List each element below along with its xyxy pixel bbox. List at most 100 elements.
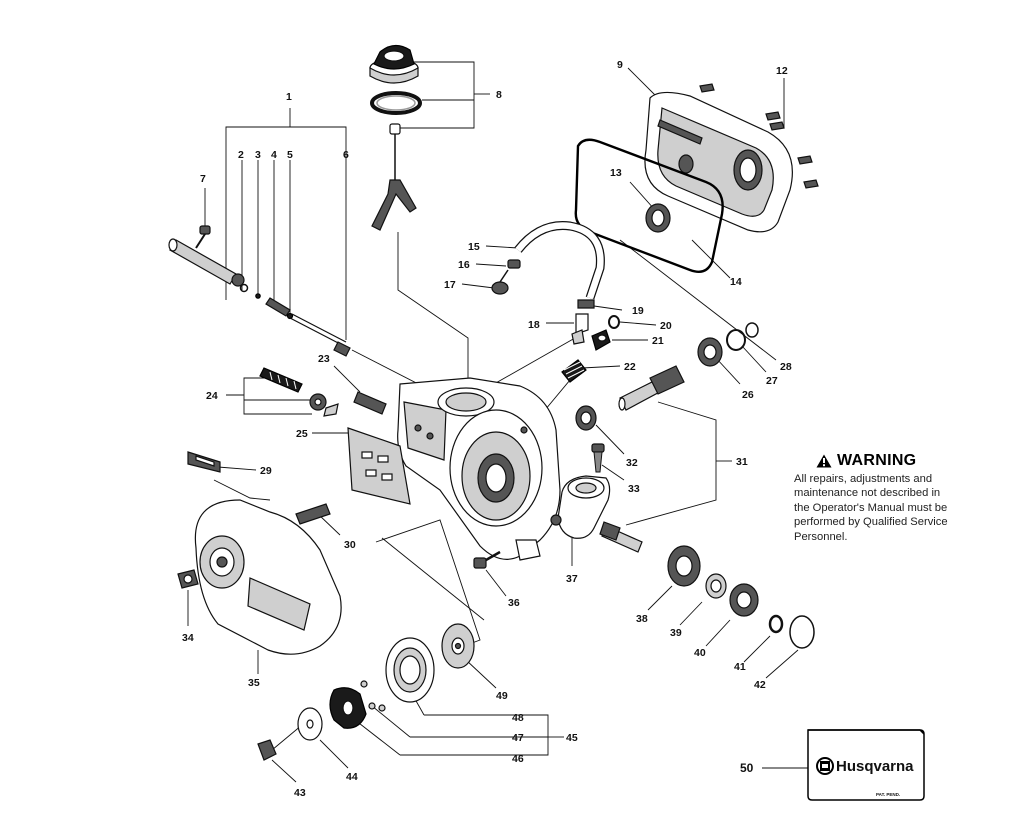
warning-line: maintenance not described in <box>794 487 941 500</box>
clamp-19 <box>577 299 595 309</box>
callout-13: 13 <box>610 167 622 179</box>
callout-34: 34 <box>182 632 194 644</box>
callout-30: 30 <box>344 539 356 551</box>
callout-37: 37 <box>566 573 578 585</box>
callout-2: 2 <box>238 149 244 161</box>
callout-42: 42 <box>754 679 766 691</box>
filter-17 <box>491 269 509 295</box>
callout-14: 14 <box>730 276 742 288</box>
hose-clamp-16 <box>507 259 521 269</box>
tensioner-block <box>550 475 611 539</box>
callout-45: 45 <box>566 732 578 744</box>
husqvarna-logo-icon <box>816 757 834 775</box>
screw-spring-24 <box>259 367 339 417</box>
o-ring-20 <box>608 315 620 329</box>
gear-housing <box>397 377 561 561</box>
circlip-42 <box>789 615 815 649</box>
callout-35: 35 <box>248 677 260 689</box>
stud-30 <box>295 503 331 525</box>
callout-8: 8 <box>496 89 502 101</box>
warning-body: All repairs, adjustments and maintenance… <box>794 472 984 544</box>
callout-6: 6 <box>343 149 349 161</box>
filter-cover <box>644 91 793 233</box>
nut-34 <box>177 569 199 589</box>
shaft-assembly <box>168 238 351 357</box>
plate-25 <box>347 427 411 505</box>
callout-18: 18 <box>528 319 540 331</box>
washer-27 <box>726 329 746 351</box>
brand-decal-50: Husqvarna PAT. PEND. <box>807 729 925 801</box>
bearing-38 <box>667 545 701 587</box>
callout-19: 19 <box>632 305 644 317</box>
callout-12: 12 <box>776 65 788 77</box>
warning-line: the Operator's Manual must be <box>794 501 948 514</box>
callout-39: 39 <box>670 627 682 639</box>
oil-hose <box>514 221 605 300</box>
drum-48 <box>385 637 435 703</box>
callout-1: 1 <box>286 91 292 103</box>
warning-triangle-icon <box>816 454 832 468</box>
callout-43: 43 <box>294 787 306 799</box>
bearing-26 <box>697 337 723 367</box>
warning-heading: WARNING <box>816 452 984 470</box>
callout-23: 23 <box>318 353 330 365</box>
callout-25: 25 <box>296 428 308 440</box>
callout-49: 49 <box>496 690 508 702</box>
callout-17: 17 <box>444 279 456 291</box>
screw-33 <box>591 443 605 473</box>
patent-pending-text: PAT. PEND. <box>876 792 900 797</box>
screws-12 <box>699 83 819 189</box>
callout-36: 36 <box>508 597 520 609</box>
callout-3: 3 <box>255 149 261 161</box>
warning-title-text: WARNING <box>837 452 917 469</box>
clutch-hub-46 <box>329 687 367 729</box>
warning-line: performed by Qualified Service <box>794 516 948 529</box>
callout-27: 27 <box>766 375 778 387</box>
callout-24: 24 <box>206 390 218 402</box>
callout-16: 16 <box>458 259 470 271</box>
callout-44: 44 <box>346 771 358 783</box>
callout-32: 32 <box>626 457 638 469</box>
callout-22: 22 <box>624 361 636 373</box>
drive-shaft-31 <box>599 365 685 553</box>
callout-28: 28 <box>780 361 792 373</box>
callout-29: 29 <box>260 465 272 477</box>
ring-28 <box>745 322 759 338</box>
callout-47: 47 <box>512 732 524 744</box>
circlip-41 <box>768 614 784 634</box>
callout-50: 50 <box>740 761 754 775</box>
oil-cap-seal <box>370 91 422 115</box>
bearing-32 <box>575 405 597 431</box>
oil-pickup-filter <box>371 123 417 231</box>
callout-4: 4 <box>271 149 277 161</box>
callout-40: 40 <box>694 647 706 659</box>
callout-21: 21 <box>652 335 664 347</box>
callout-5: 5 <box>287 149 293 161</box>
warning-line: All repairs, adjustments and <box>794 473 933 485</box>
callout-31: 31 <box>736 456 748 468</box>
callout-48: 48 <box>512 712 524 724</box>
washer-44 <box>297 707 323 741</box>
screw-7 <box>195 225 211 249</box>
callout-41: 41 <box>734 661 746 673</box>
fitting-18 <box>571 313 589 345</box>
callout-7: 7 <box>200 173 206 185</box>
callout-9: 9 <box>617 59 623 71</box>
bar-23 <box>353 391 387 415</box>
callout-33: 33 <box>628 483 640 495</box>
valve-21 <box>591 329 611 351</box>
warning-line: Personnel. <box>794 530 848 543</box>
spring-22 <box>561 359 587 383</box>
seal-13 <box>645 203 671 233</box>
belt-guard-35 <box>194 499 342 655</box>
callout-38: 38 <box>636 613 648 625</box>
oil-cap <box>369 44 419 84</box>
pad-29 <box>187 451 221 473</box>
spacer-39 <box>705 573 727 599</box>
pulley-49 <box>441 623 475 669</box>
callout-46: 46 <box>512 753 524 765</box>
bearing-40 <box>729 583 759 617</box>
callout-20: 20 <box>660 320 672 332</box>
nut-43 <box>257 739 277 761</box>
